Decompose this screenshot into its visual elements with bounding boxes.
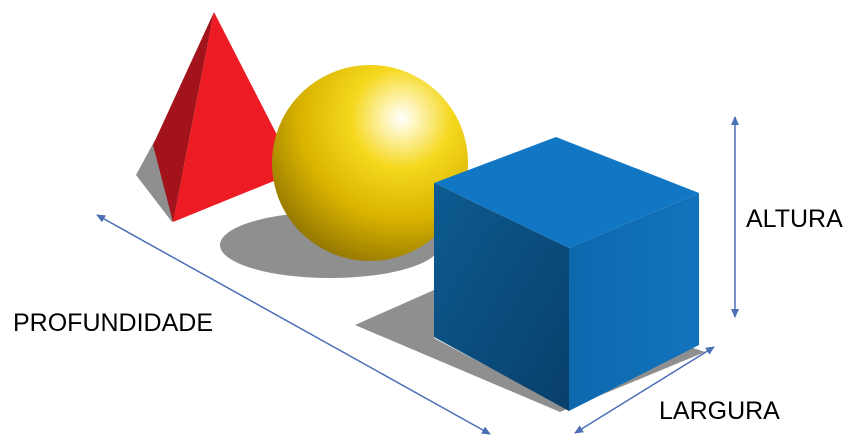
pyramid-right-face	[173, 12, 296, 222]
height-label: ALTURA	[746, 205, 843, 233]
width-label: LARGURA	[659, 397, 780, 425]
sphere	[272, 65, 468, 261]
depth-arrow	[96, 214, 491, 435]
pyramid-left-face	[153, 12, 214, 222]
cube-top-face	[434, 137, 699, 248]
sphere-body	[272, 65, 468, 261]
width-arrow	[574, 346, 715, 434]
depth-label: PROFUNDIDADE	[13, 309, 213, 337]
dimension-labels: ALTURA PROFUNDIDADE LARGURA	[13, 205, 843, 425]
dimension-arrows	[96, 116, 739, 435]
pyramid	[153, 12, 296, 222]
